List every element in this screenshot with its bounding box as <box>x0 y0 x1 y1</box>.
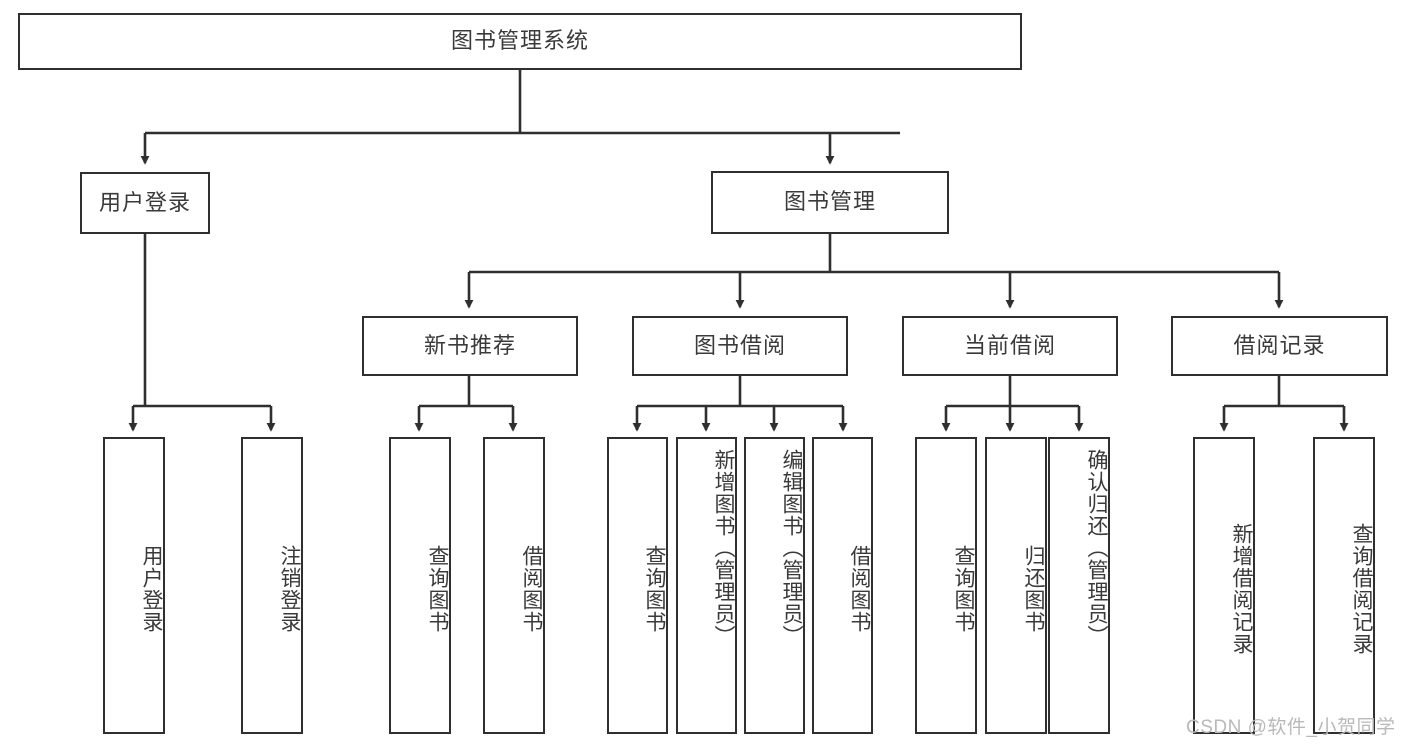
node-label: 查询图书 <box>426 544 449 633</box>
node-label: 图书管理系统 <box>450 28 589 54</box>
node-user-login[interactable]: 用户登录 <box>80 172 210 234</box>
node-label: 图书管理 <box>783 189 876 215</box>
leaf-add-borrow-record[interactable]: 新增借阅记录 <box>1193 437 1255 734</box>
node-label: 查询图书 <box>952 544 975 633</box>
node-book-borrowing[interactable]: 图书借阅 <box>632 316 848 376</box>
leaf-add-book-admin[interactable]: 新增图书（管理员） <box>676 437 737 734</box>
node-book-management[interactable]: 图书管理 <box>711 171 949 234</box>
leaf-query-book-borrow[interactable]: 查询图书 <box>607 437 668 734</box>
leaf-return-book[interactable]: 归还图书 <box>985 437 1047 734</box>
node-label: 编辑图书（管理员） <box>780 449 803 647</box>
node-borrowing-record[interactable]: 借阅记录 <box>1171 316 1388 376</box>
leaf-confirm-return-admin[interactable]: 确认归还（管理员） <box>1048 437 1110 734</box>
leaf-edit-book-admin[interactable]: 编辑图书（管理员） <box>744 437 805 734</box>
node-label: 查询图书 <box>643 544 666 633</box>
node-current-borrowing[interactable]: 当前借阅 <box>902 316 1118 376</box>
csdn-watermark: CSDN @软件_小贺同学 <box>1186 717 1396 738</box>
node-label: 图书借阅 <box>693 332 786 358</box>
node-label: 当前借阅 <box>963 332 1056 358</box>
node-root-book-management-system[interactable]: 图书管理系统 <box>18 13 1022 70</box>
node-label: 新书推荐 <box>423 332 516 358</box>
node-label: 借阅图书 <box>848 544 871 633</box>
node-label: 归还图书 <box>1022 544 1045 633</box>
leaf-logout[interactable]: 注销登录 <box>241 437 303 734</box>
node-label: 用户登录 <box>140 544 163 633</box>
node-label: 新增图书（管理员） <box>712 449 735 647</box>
leaf-user-login[interactable]: 用户登录 <box>103 437 165 734</box>
node-label: 确认归还（管理员） <box>1085 449 1108 647</box>
node-label: 借阅图书 <box>520 544 543 633</box>
leaf-query-book-recommend[interactable]: 查询图书 <box>389 437 451 734</box>
node-label: 查询借阅记录 <box>1350 522 1373 655</box>
node-label: 用户登录 <box>98 189 191 215</box>
leaf-borrow-book-recommend[interactable]: 借阅图书 <box>483 437 545 734</box>
node-label: 新增借阅记录 <box>1230 522 1253 655</box>
leaf-borrow-book[interactable]: 借阅图书 <box>812 437 873 734</box>
node-label: 注销登录 <box>278 544 301 633</box>
node-label: 借阅记录 <box>1233 332 1326 358</box>
leaf-query-book-current[interactable]: 查询图书 <box>915 437 977 734</box>
leaf-query-borrow-record[interactable]: 查询借阅记录 <box>1313 437 1375 734</box>
node-new-book-recommendation[interactable]: 新书推荐 <box>362 316 578 376</box>
